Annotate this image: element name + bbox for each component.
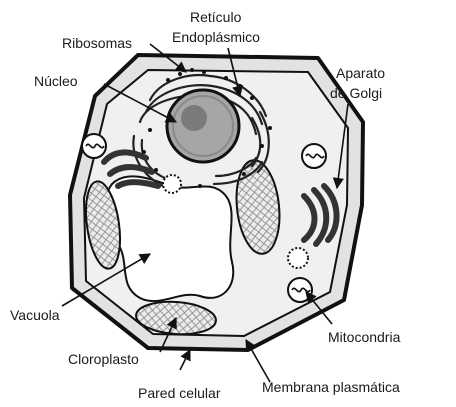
- label-mitocondria: Mitocondria: [328, 329, 401, 345]
- label-vacuola: Vacuola: [10, 307, 60, 323]
- label-pared: Pared celular: [138, 385, 221, 401]
- label-nucleo: Núcleo: [34, 73, 78, 89]
- label-reticulo-line2: Endoplásmico: [172, 29, 260, 45]
- leader-pared: [180, 350, 190, 370]
- label-golgi-line1: Aparato: [336, 65, 385, 81]
- label-reticulo-line1: Retículo: [190, 9, 242, 25]
- mitochondrion-3: [288, 278, 312, 302]
- nucleolus: [181, 105, 207, 131]
- label-ribosomas: Ribosomas: [62, 35, 132, 51]
- vesicle-1: [163, 175, 181, 193]
- label-membrana: Membrana plasmática: [262, 379, 400, 395]
- label-golgi-line2: de Golgi: [330, 85, 382, 101]
- label-cloroplasto: Cloroplasto: [68, 351, 139, 367]
- mitochondrion-2: [302, 144, 326, 168]
- vesicle-2: [288, 248, 308, 268]
- mitochondrion-1: [82, 134, 106, 158]
